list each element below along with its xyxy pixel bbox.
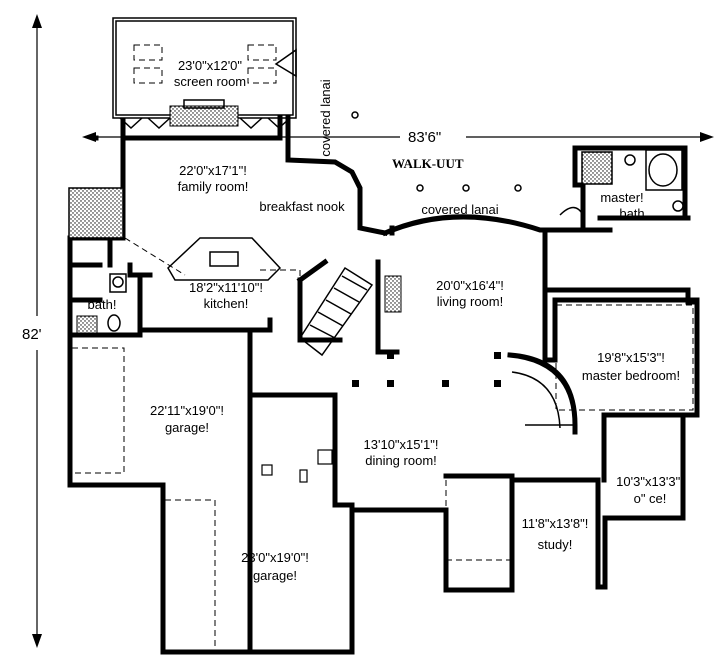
interior-walls bbox=[67, 215, 700, 655]
columns bbox=[261, 352, 501, 483]
garage-2-name: garage! bbox=[253, 568, 297, 583]
kitchen-name: kitchen! bbox=[204, 296, 249, 311]
depth-dimension bbox=[32, 14, 42, 648]
study-size: 11'8"x13'8"! bbox=[522, 516, 589, 531]
bath-name: bath! bbox=[88, 297, 117, 312]
master-bath-fixtures bbox=[559, 149, 684, 216]
width-dimension-label: 83'6" bbox=[408, 129, 441, 146]
exterior-wall-north bbox=[120, 115, 395, 236]
breakfast-nook-name: breakfast nook bbox=[259, 199, 345, 214]
family-room-size: 22'0"x17'1"! bbox=[179, 163, 247, 178]
family-room-name: family room! bbox=[178, 179, 249, 194]
walk-out-label: WALK-UUT bbox=[392, 156, 464, 171]
screen-room-size: 23'0"x12'0" bbox=[178, 58, 242, 73]
dining-room-size: 13'10"x15'1"! bbox=[364, 437, 439, 452]
lanai-posts bbox=[351, 111, 522, 192]
screen-room-name: screen room bbox=[174, 74, 246, 89]
garage-2-size: 23'0"x19'0"! bbox=[241, 550, 309, 565]
master-bedroom-name: master bedroom! bbox=[582, 368, 680, 383]
exterior-wall-lanai bbox=[381, 214, 548, 237]
kitchen-island bbox=[167, 237, 282, 281]
screen-room bbox=[112, 17, 297, 130]
living-room-name: living room! bbox=[437, 294, 503, 309]
garage-1-size: 22'11"x19'0"! bbox=[150, 403, 224, 418]
kitchen-size: 18'2"x11'10"! bbox=[189, 280, 263, 295]
study-name: study! bbox=[538, 537, 573, 552]
depth-dimension-label: 82' bbox=[22, 326, 42, 343]
dashed-outlines bbox=[71, 237, 694, 651]
curved-stair bbox=[507, 352, 578, 435]
office-size: 10'3"x13'3"! bbox=[616, 474, 684, 489]
garage-1-name: garage! bbox=[165, 420, 209, 435]
master-bedroom-size: 19'8"x15'3"! bbox=[597, 350, 665, 365]
master-bath-name-1: master! bbox=[600, 190, 643, 205]
living-room-size: 20'0"x16'4"! bbox=[436, 278, 504, 293]
bath-fixtures bbox=[76, 273, 127, 334]
dining-room-name: dining room! bbox=[365, 453, 437, 468]
office-name: o" ce! bbox=[634, 491, 667, 506]
covered-lanai-vertical: covered lanai bbox=[318, 79, 333, 156]
planter bbox=[68, 187, 124, 239]
covered-lanai-label: covered lanai bbox=[421, 202, 498, 217]
master-bath-name-2: bath bbox=[619, 206, 644, 221]
stair bbox=[298, 266, 402, 357]
